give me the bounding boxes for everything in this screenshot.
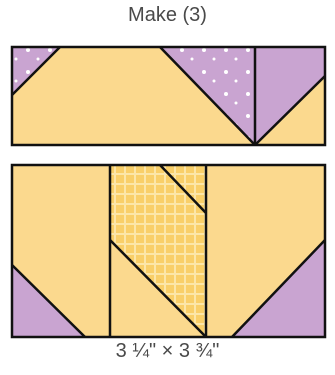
plaid-strip xyxy=(110,165,206,337)
top-unit xyxy=(10,45,327,147)
purple-corner-right xyxy=(255,47,325,145)
block-size-caption: 3 ¼" × 3 ¾" xyxy=(115,340,220,362)
block-title: Make (3) xyxy=(128,4,207,26)
bottom-unit xyxy=(10,163,327,339)
